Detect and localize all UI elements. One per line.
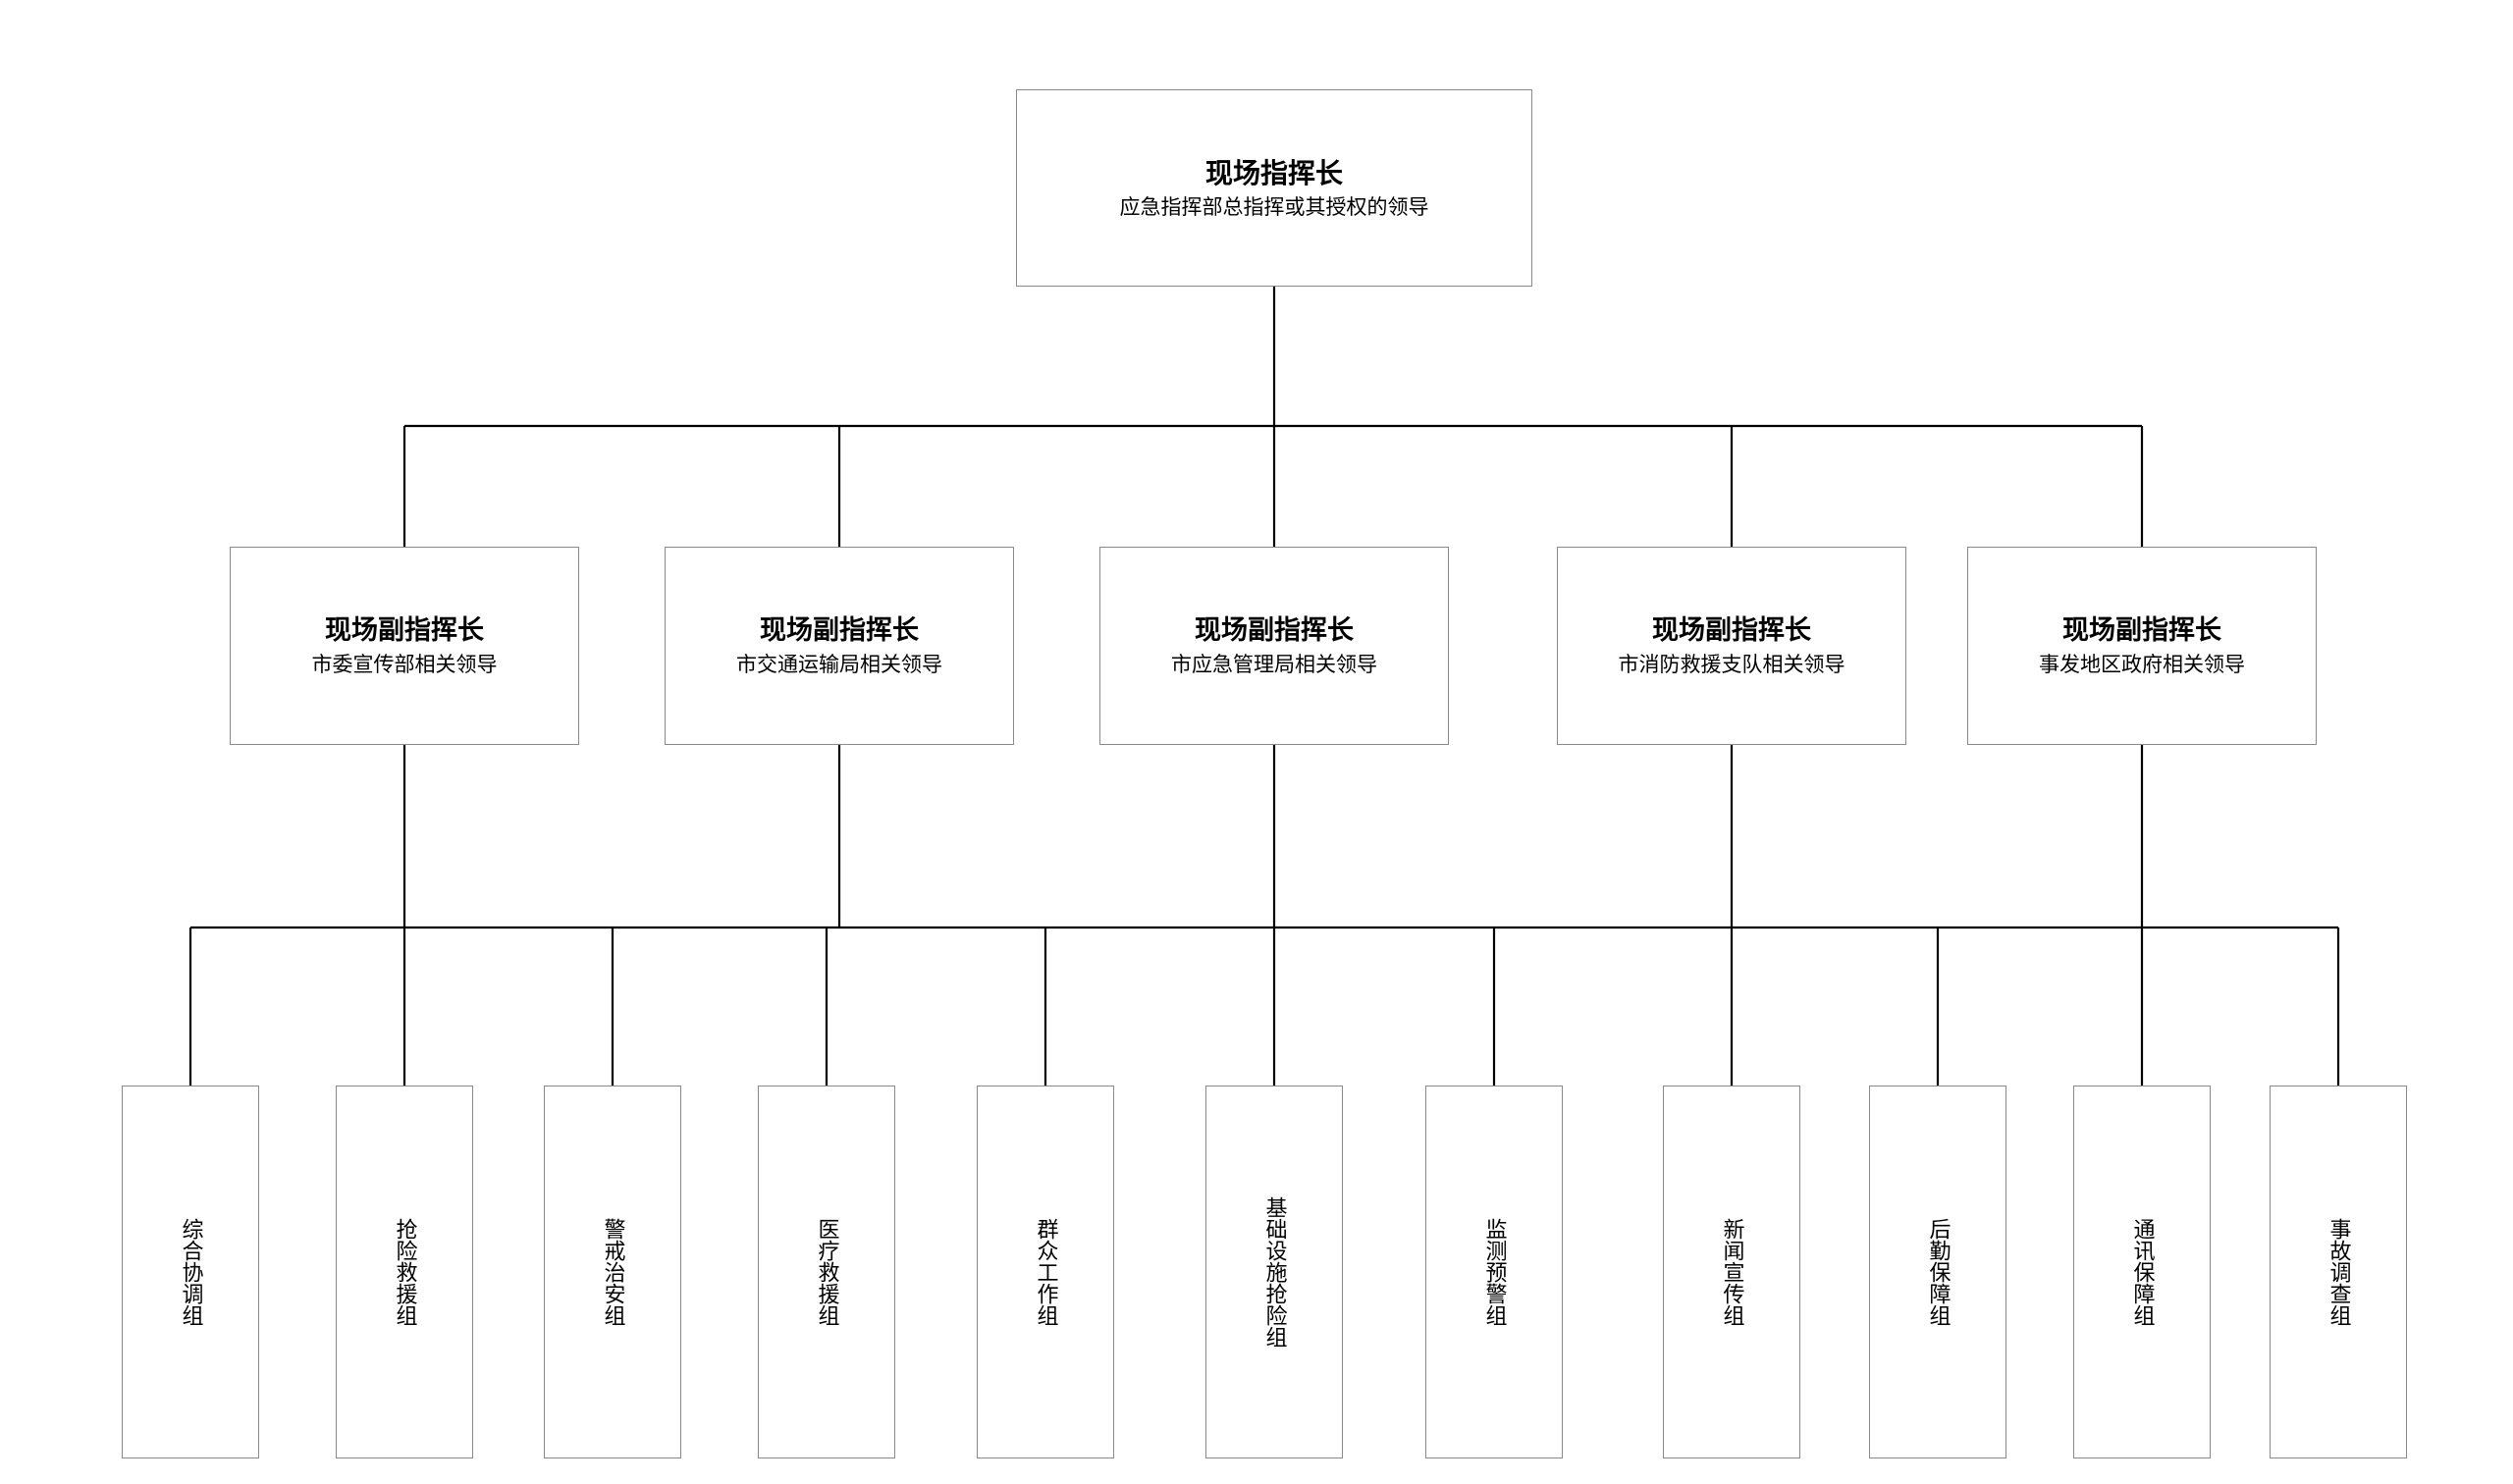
group-box-rescue: 抢险救援组	[336, 1086, 473, 1458]
group-box-news-publicity: 新闻宣传组	[1663, 1086, 1800, 1458]
commander-box: 现场指挥长 应急指挥部总指挥或其授权的领导	[1016, 89, 1532, 287]
deputy-title: 现场副指挥长	[760, 615, 919, 646]
deputy-subtitle: 市消防救援支队相关领导	[1618, 653, 1845, 676]
group-box-public-work: 群众工作组	[977, 1086, 1114, 1458]
deputy-subtitle: 市交通运输局相关领导	[736, 653, 942, 676]
deputy-title: 现场副指挥长	[2062, 615, 2221, 646]
deputy-subtitle: 事发地区政府相关领导	[2039, 653, 2245, 676]
commander-subtitle: 应急指挥部总指挥或其授权的领导	[1119, 194, 1429, 219]
deputy-box-fire-rescue: 现场副指挥长 市消防救援支队相关领导	[1557, 547, 1906, 745]
deputy-box-local-government: 现场副指挥长 事发地区政府相关领导	[1967, 547, 2317, 745]
deputy-title: 现场副指挥长	[325, 615, 484, 646]
group-box-logistics: 后勤保障组	[1869, 1086, 2006, 1458]
deputy-box-transport: 现场副指挥长 市交通运输局相关领导	[665, 547, 1014, 745]
group-label: 事故调查组	[2326, 1218, 2351, 1326]
deputy-box-publicity: 现场副指挥长 市委宣传部相关领导	[230, 547, 579, 745]
group-box-medical-rescue: 医疗救援组	[758, 1086, 895, 1458]
group-label: 医疗救援组	[814, 1218, 839, 1326]
deputy-title: 现场副指挥长	[1652, 615, 1811, 646]
group-label: 基础设施抢险组	[1261, 1196, 1287, 1348]
group-label: 抢险救援组	[392, 1218, 417, 1326]
group-box-monitoring-warning: 监测预警组	[1425, 1086, 1563, 1458]
group-label: 后勤保障组	[1925, 1218, 1951, 1326]
group-label: 通讯保障组	[2129, 1218, 2155, 1326]
group-box-communications: 通讯保障组	[2073, 1086, 2211, 1458]
group-label: 新闻宣传组	[1719, 1218, 1744, 1326]
deputy-subtitle: 市应急管理局相关领导	[1171, 653, 1377, 676]
deputy-title: 现场副指挥长	[1195, 615, 1354, 646]
group-box-infrastructure-repair: 基础设施抢险组	[1205, 1086, 1343, 1458]
group-box-comprehensive-coordination: 综合协调组	[122, 1086, 259, 1458]
group-box-accident-investigation: 事故调查组	[2270, 1086, 2407, 1458]
group-box-security-cordon: 警戒治安组	[544, 1086, 681, 1458]
deputy-subtitle: 市委宣传部相关领导	[311, 653, 498, 676]
deputy-box-emergency: 现场副指挥长 市应急管理局相关领导	[1099, 547, 1449, 745]
group-label: 群众工作组	[1033, 1218, 1058, 1326]
group-label: 综合协调组	[178, 1218, 203, 1326]
group-label: 监测预警组	[1481, 1218, 1507, 1326]
group-label: 警戒治安组	[600, 1218, 625, 1326]
commander-title: 现场指挥长	[1204, 156, 1343, 189]
